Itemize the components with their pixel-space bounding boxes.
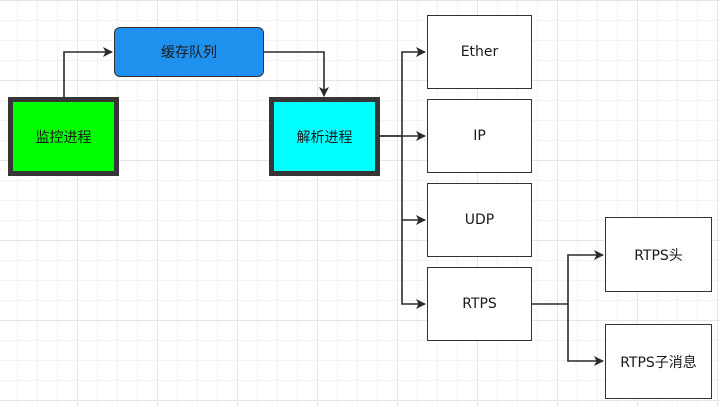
node-ip-label: IP [473, 128, 486, 144]
node-ether-label: Ether [460, 44, 499, 60]
edge-parser-to-ether [378, 47, 426, 137]
node-rtps-label: RTPS [462, 296, 497, 312]
node-rtps-submessage-label: RTPS子消息 [620, 354, 697, 371]
edge-parser-to-udp [401, 136, 426, 225]
node-parser-process[interactable]: 解析进程 [269, 97, 380, 176]
node-udp-label: UDP [464, 212, 495, 228]
edge-rtps-to-rtps-submessage [567, 304, 604, 366]
node-rtps-submessage[interactable]: RTPS子消息 [605, 324, 712, 399]
node-udp[interactable]: UDP [427, 183, 532, 257]
node-rtps-header[interactable]: RTPS头 [605, 217, 712, 292]
node-parser-process-label: 解析进程 [296, 129, 353, 146]
edge-rtps-to-rtps-header [532, 250, 604, 305]
edge-parser-to-rtps [401, 220, 426, 309]
node-cache-queue-label: 缓存队列 [161, 45, 217, 61]
node-rtps-header-label: RTPS头 [634, 247, 683, 264]
node-cache-queue[interactable]: 缓存队列 [114, 27, 264, 77]
node-ip[interactable]: IP [427, 99, 532, 173]
node-ether[interactable]: Ether [427, 15, 532, 89]
node-monitor-process[interactable]: 监控进程 [8, 97, 119, 176]
node-rtps[interactable]: RTPS [427, 267, 532, 341]
edge-queue-to-parser [264, 51, 329, 97]
node-monitor-process-label: 监控进程 [35, 129, 92, 146]
edge-monitor-to-queue [63, 47, 113, 98]
